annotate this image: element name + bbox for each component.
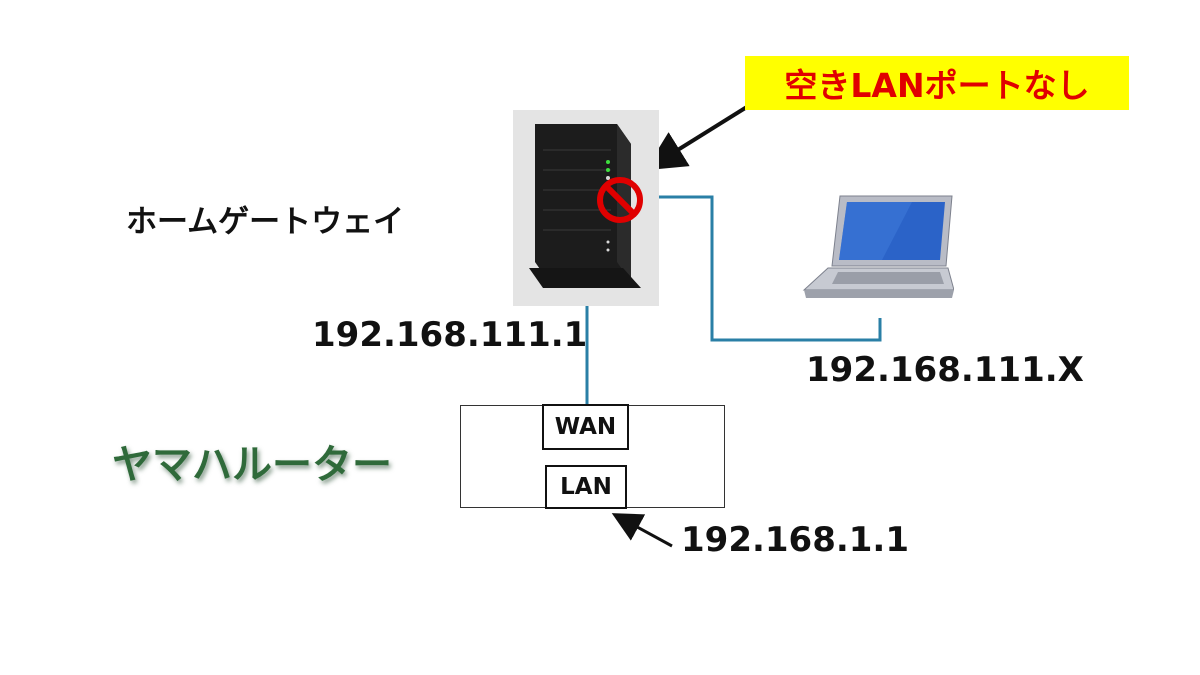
lan-port: LAN xyxy=(545,465,627,509)
laptop-pc xyxy=(802,192,955,304)
home-gateway-icon xyxy=(513,110,659,306)
laptop-icon xyxy=(802,195,955,298)
home-gateway-label: ホームゲートウェイ xyxy=(126,204,405,240)
callout-box: 空きLANポートなし xyxy=(745,56,1129,110)
router-lan-ip: 192.168.1.1 xyxy=(681,520,910,560)
lan-ip-arrow-icon xyxy=(611,513,673,548)
no-entry-icon xyxy=(597,177,643,223)
router-name: ヤマハルーター xyxy=(112,442,392,488)
callout-arrow-icon xyxy=(645,103,752,171)
wan-port: WAN xyxy=(542,404,629,450)
router-box: WAN LAN xyxy=(460,404,725,509)
home-gateway-ip: 192.168.111.1 xyxy=(312,315,588,355)
pc-ip: 192.168.111.X xyxy=(806,350,1084,390)
home-gateway-device xyxy=(513,110,659,306)
hgw-pc-cable xyxy=(630,195,882,342)
callout-text: 空きLANポートなし xyxy=(784,66,1090,105)
